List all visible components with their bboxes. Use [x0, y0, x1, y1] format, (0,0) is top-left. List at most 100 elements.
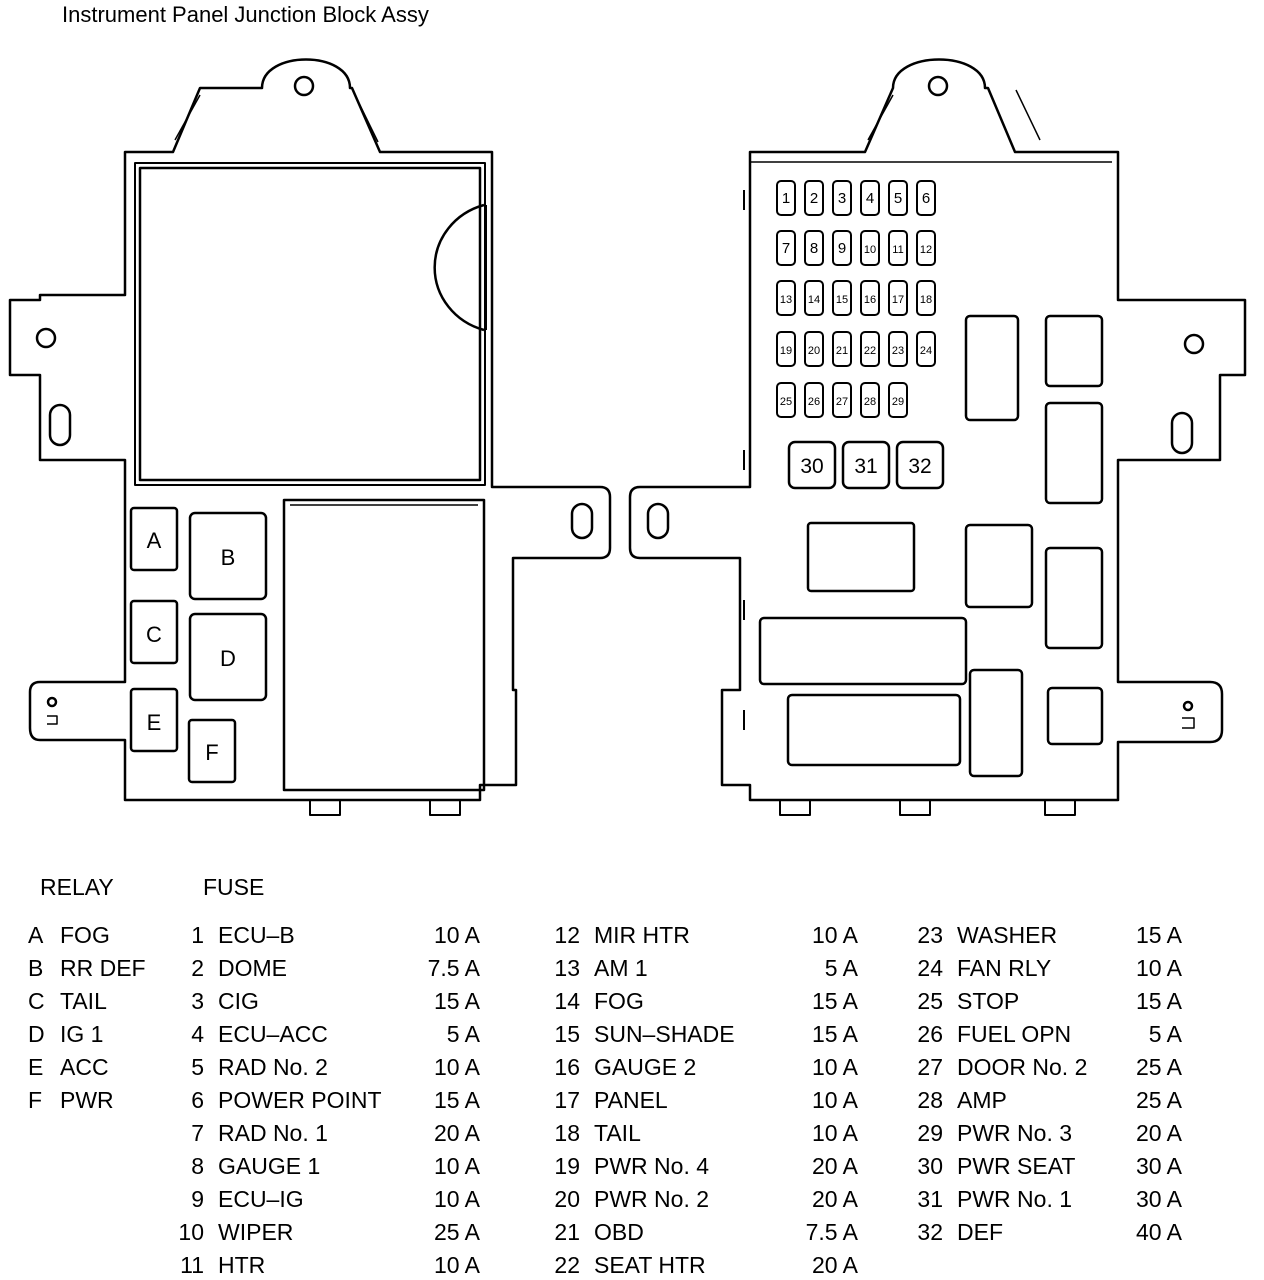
fuse-number: 30 — [917, 1153, 943, 1179]
fuse-amperage: 15 A — [433, 1087, 480, 1113]
relay-name: PWR — [60, 1087, 114, 1113]
fuse-name: FOG — [594, 988, 644, 1014]
fuse-amperage: 15 A — [811, 988, 858, 1014]
fuse-socket-6: 6 — [916, 180, 936, 216]
left-block-outline — [8, 58, 612, 816]
relay-id: D — [28, 1021, 45, 1047]
fuse-name: WIPER — [218, 1219, 294, 1245]
fuse-slot-label: 31 — [854, 455, 877, 478]
relay-name: FOG — [60, 922, 110, 948]
fuse-slot-label: 27 — [836, 396, 848, 408]
fuse-slot-label: 18 — [920, 294, 932, 306]
fuse-amperage: 30 A — [1135, 1186, 1182, 1212]
relay-id: F — [28, 1087, 43, 1113]
relay-socket-a: A — [129, 506, 179, 572]
fuse-name: WASHER — [957, 922, 1058, 948]
fuse-amperage: 10 A — [433, 1054, 480, 1080]
fuse-number: 13 — [554, 955, 580, 981]
fuse-number: 26 — [917, 1021, 943, 1047]
fuse-slot-label: 10 — [864, 244, 876, 256]
fuse-name: PWR No. 2 — [594, 1186, 710, 1212]
fuse-name: SEAT HTR — [594, 1252, 706, 1278]
fuse-slot-label: 8 — [810, 240, 818, 257]
relay-socket-e: E — [129, 687, 179, 753]
fuse-name: PANEL — [594, 1087, 668, 1113]
fuse-name: GAUGE 1 — [218, 1153, 321, 1179]
fuse-slot-label: 4 — [866, 190, 874, 207]
fuse-socket-1: 1 — [776, 180, 796, 216]
fuse-name: HTR — [218, 1252, 266, 1278]
relay-id: A — [28, 922, 44, 948]
fuse-number: 20 — [554, 1186, 580, 1212]
fuse-header: FUSE — [203, 874, 265, 900]
right-block-outline — [628, 58, 1247, 816]
fuse-slot-label: 5 — [894, 190, 902, 207]
fuse-name: DOOR No. 2 — [957, 1054, 1088, 1080]
fuse-number: 27 — [917, 1054, 943, 1080]
fuse-slot-label: 25 — [780, 396, 792, 408]
relay-socket-unlabeled — [758, 314, 1104, 778]
fuse-amperage: 15 A — [1135, 922, 1182, 948]
fuse-socket-31: 31 — [841, 440, 891, 490]
fuse-name: DEF — [957, 1219, 1003, 1245]
fuse-slot-label: 32 — [908, 455, 931, 478]
fuse-amperage: 7.5 A — [805, 1219, 858, 1245]
fuse-number: 12 — [554, 922, 580, 948]
diagram-title: Instrument Panel Junction Block Assy — [62, 2, 429, 27]
fuse-slot-label: 19 — [780, 345, 792, 357]
fuse-amperage: 20 A — [811, 1252, 858, 1278]
fuse-name: MIR HTR — [594, 922, 690, 948]
fuse-name: ECU–ACC — [218, 1021, 328, 1047]
fuse-amperage: 20 A — [811, 1153, 858, 1179]
fuse-amperage: 20 A — [433, 1120, 480, 1146]
relay-name: TAIL — [60, 988, 107, 1014]
fuse-amperage: 10 A — [811, 1120, 858, 1146]
fuse-name: SUN–SHADE — [594, 1021, 735, 1047]
fuse-name: AMP — [957, 1087, 1007, 1113]
fuse-amperage: 10 A — [811, 1054, 858, 1080]
fuse-number: 1 — [191, 922, 204, 948]
fuse-socket-23: 23 — [888, 331, 908, 367]
relay-id: B — [28, 955, 44, 981]
fuse-slot-label: 3 — [838, 190, 846, 207]
fuse-amperage: 7.5 A — [427, 955, 480, 981]
fuse-name: OBD — [594, 1219, 644, 1245]
fuse-number: 17 — [554, 1087, 580, 1113]
fuse-amperage: 10 A — [433, 1252, 480, 1278]
fuse-amperage: 5 A — [1148, 1021, 1182, 1047]
fuse-socket-7: 7 — [776, 230, 796, 266]
fuse-slot-label: 28 — [864, 396, 876, 408]
fuse-slot-label: 6 — [922, 190, 930, 207]
fuse-socket-4: 4 — [860, 180, 880, 216]
fuse-slot-label: 20 — [808, 345, 820, 357]
fuse-name: ECU–IG — [218, 1186, 304, 1212]
fuse-name: RAD No. 1 — [218, 1120, 328, 1146]
fuse-name: FAN RLY — [957, 955, 1052, 981]
relay-slot-label: D — [220, 646, 236, 671]
fuse-amperage: 25 A — [433, 1219, 480, 1245]
relay-name: IG 1 — [60, 1021, 104, 1047]
fuse-slot-label: 11 — [892, 244, 903, 256]
fuse-name: RAD No. 2 — [218, 1054, 328, 1080]
fuse-amperage: 25 A — [1135, 1087, 1182, 1113]
fuse-amperage: 10 A — [433, 1186, 480, 1212]
relay-id: C — [28, 988, 45, 1014]
fuse-name: GAUGE 2 — [594, 1054, 697, 1080]
fuse-amperage: 10 A — [433, 922, 480, 948]
fuse-socket-17: 17 — [888, 280, 908, 316]
fuse-amperage: 5 A — [446, 1021, 480, 1047]
fuse-number: 5 — [191, 1054, 204, 1080]
fuse-amperage: 15 A — [1135, 988, 1182, 1014]
fuse-socket-8: 8 — [804, 230, 824, 266]
fuse-number: 16 — [554, 1054, 580, 1080]
fuse-socket-3: 3 — [832, 180, 852, 216]
fuse-number: 18 — [554, 1120, 580, 1146]
fuse-slot-label: 23 — [892, 345, 904, 357]
fuse-amperage: 10 A — [433, 1153, 480, 1179]
fuse-amperage: 10 A — [1135, 955, 1182, 981]
fuse-amperage: 15 A — [433, 988, 480, 1014]
fuse-amperage: 5 A — [824, 955, 858, 981]
fuse-number: 23 — [917, 922, 943, 948]
fuse-amperage: 30 A — [1135, 1153, 1182, 1179]
